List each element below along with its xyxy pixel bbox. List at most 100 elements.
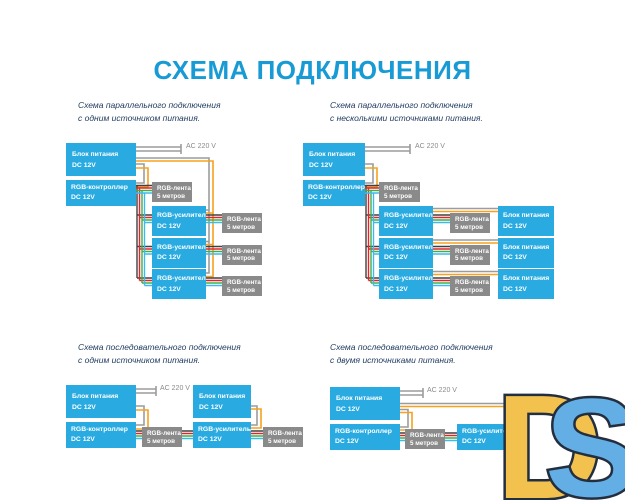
box-line: RGB-усилитель (384, 212, 433, 219)
box-line: Блок питания (199, 393, 246, 400)
box-line: Блок питания (336, 395, 383, 402)
ac-mains-label: AC 220 V (186, 143, 216, 150)
rgb-strip-box: RGB-лента 5 метров (222, 213, 262, 233)
rgb-controller-box: RGB-контроллер DC 12V (66, 180, 136, 206)
box-line: RGB-лента (227, 247, 261, 255)
caption-line: с одним источником питания. (78, 113, 201, 124)
box-line: RGB-усилитель (157, 275, 206, 282)
rgb-strip-box: RGB-лента 5 метров (222, 244, 262, 265)
caption-line: Схема параллельного подключения (330, 100, 473, 110)
box-line: DC 12V (71, 436, 95, 443)
box-line: RGB-контроллер (308, 184, 365, 191)
rgb-strip-box: RGB-лента 5 метров (450, 276, 490, 296)
rgb-amplifier-box: RGB-усилитель DC 12V (379, 206, 433, 236)
power-supply-box: Блок питания DC 12V (498, 269, 554, 299)
caption-line: Схема последовательного подключения (330, 342, 493, 352)
caption-line: с одним источником питания. (78, 355, 201, 366)
box-line: RGB-усилитель (198, 426, 251, 433)
rgb-strip-box: RGB-лента 5 метров (142, 427, 182, 447)
box-line: RGB-контроллер (71, 184, 128, 191)
rgb-amplifier-box: RGB-усилитель DC 12V (379, 269, 433, 299)
ac-mains-label: AC 220 V (160, 385, 190, 392)
box-line: 5 метров (147, 437, 175, 445)
box-line: RGB-лента (410, 432, 444, 439)
box-line: 5 метров (455, 255, 483, 262)
caption-line: с двумя источниками питания. (330, 355, 456, 366)
box-line: DC 12V (72, 404, 96, 411)
box-line: DC 12V (308, 194, 332, 201)
box-line: RGB-лента (455, 216, 489, 223)
box-line: Блок питания (503, 275, 550, 282)
rgb-amplifier-box: RGB-усилитель DC 12V (152, 237, 206, 268)
box-line: 5 метров (384, 192, 412, 200)
box-line: DC 12V (198, 436, 222, 443)
box-line: DC 12V (336, 406, 360, 413)
ac-mains-label: AC 220 V (415, 143, 445, 150)
box-line: 5 метров (455, 223, 483, 231)
box-line: 5 метров (268, 437, 296, 445)
box-line: RGB-усилитель (157, 243, 206, 251)
power-supply-box: Блок питания DC 12V (66, 143, 136, 176)
power-supply-box: Блок питания DC 12V (66, 385, 136, 418)
rgb-amplifier-box: RGB-усилитель DC 12V (457, 424, 519, 450)
rgb-controller-box: RGB-контроллер DC 12V (303, 180, 365, 206)
rgb-strip-box: RGB-лента 5 метров (405, 429, 445, 449)
box-line: DC 12V (72, 162, 96, 169)
page-title: СХЕМА ПОДКЛЮЧЕНИЯ (153, 55, 472, 85)
box-line: 5 метров (157, 192, 185, 200)
ac-mains-label: AC 220 V (427, 387, 457, 394)
box-line: DC 12V (157, 254, 181, 261)
box-line: DC 12V (71, 194, 95, 201)
power-supply-box: Блок питания DC 12V (303, 143, 365, 176)
box-line: DC 12V (462, 438, 486, 445)
box-line: DC 12V (199, 404, 223, 411)
rgb-strip-box: RGB-лента 5 метров (263, 427, 303, 447)
box-line: RGB-контроллер (335, 428, 392, 435)
box-line: DC 12V (157, 222, 181, 230)
rgb-amplifier-box: RGB-усилитель DC 12V (379, 237, 433, 268)
caption-line: Схема параллельного подключения (78, 100, 221, 110)
power-supply-box: Блок питания DC 12V (498, 237, 554, 268)
box-line: RGB-лента (268, 430, 302, 437)
box-line: DC 12V (309, 162, 333, 169)
box-line: DC 12V (335, 438, 359, 445)
caption-parallel-multi: Схема параллельного подключения с нескол… (330, 99, 483, 125)
box-line: Блок питания (72, 393, 119, 400)
box-line: 5 метров (227, 255, 255, 262)
box-line: RGB-усилитель (462, 428, 516, 435)
box-line: RGB-лента (227, 279, 261, 286)
box-line: RGB-лента (455, 279, 489, 286)
box-line: DC 12V (384, 285, 408, 293)
box-line: Блок питания (309, 151, 356, 158)
caption-serial-single: Схема последовательного подключения с од… (78, 341, 241, 367)
box-line: Блок питания (503, 212, 550, 219)
box-line: RGB-лента (157, 185, 191, 192)
caption-serial-dual: Схема последовательного подключения с дв… (330, 341, 493, 367)
box-line: RGB-усилитель (384, 243, 433, 251)
caption-line: с несколькими источниками питания. (330, 113, 483, 124)
box-line: RGB-лента (384, 185, 418, 192)
rgb-amplifier-box: RGB-усилитель DC 12V (152, 269, 206, 299)
box-line: DC 12V (384, 254, 408, 261)
caption-parallel-single: Схема параллельного подключения с одним … (78, 99, 220, 125)
box-line: 5 метров (227, 223, 255, 231)
box-line: RGB-лента (455, 247, 489, 255)
box-line: 5 метров (455, 286, 483, 294)
box-line: RGB-лента (147, 430, 181, 437)
box-line: RGB-контроллер (71, 426, 128, 433)
rgb-amplifier-box: RGB-усилитель DC 12V (152, 206, 206, 236)
box-line: 5 метров (227, 286, 255, 294)
power-supply-box: Блок питания DC 12V (330, 387, 400, 420)
rgb-strip-box: RGB-лента 5 метров (450, 244, 490, 265)
rgb-strip-box: RGB-лента 5 метров (379, 182, 420, 202)
caption-line: Схема последовательного подключения (78, 342, 241, 352)
box-line: DC 12V (384, 222, 408, 230)
rgb-controller-box: RGB-контроллер DC 12V (330, 424, 400, 450)
rgb-strip-box: RGB-лента 5 метров (450, 213, 490, 233)
box-line: RGB-усилитель (384, 275, 433, 282)
box-line: DC 12V (157, 285, 181, 293)
power-supply-box: Блок питания DC 12V (498, 206, 554, 236)
box-line: RGB-усилитель (157, 212, 206, 219)
